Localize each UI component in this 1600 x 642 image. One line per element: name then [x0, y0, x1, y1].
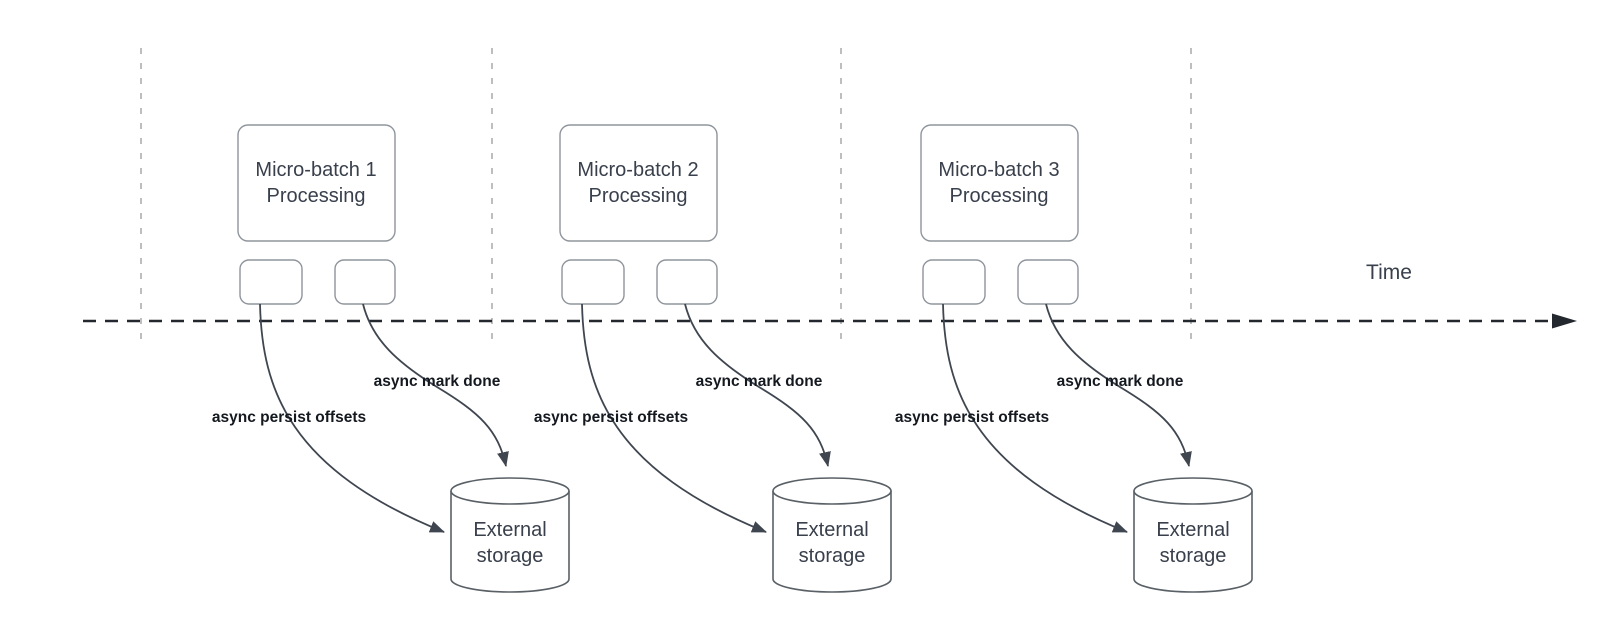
persist-offsets-label: async persist offsets — [534, 409, 688, 426]
micro-batch-label-line2: Processing — [267, 185, 366, 207]
mark-done-label: async mark done — [696, 373, 823, 390]
done-task-box — [656, 259, 718, 305]
storage-cylinder-top — [772, 477, 892, 505]
mark-done-label: async mark done — [374, 373, 501, 390]
storage-cylinder-top — [1133, 477, 1253, 505]
persist-offsets-label: async persist offsets — [212, 409, 366, 426]
storage-label-line2: storage — [799, 545, 866, 567]
time-axis-arrowhead-icon — [1552, 313, 1577, 329]
time-axis-label: Time — [1366, 261, 1412, 284]
micro-batch-box — [237, 124, 396, 242]
micro-batch-group-3: Micro-batch 3 Processing async persist o… — [895, 124, 1253, 593]
persist-offsets-arrow — [942, 303, 1128, 533]
storage-cylinder: External storage — [772, 477, 892, 593]
storage-cylinder: External storage — [1133, 477, 1253, 593]
storage-cylinder-body — [772, 491, 892, 593]
micro-batch-label-line1: Micro-batch 3 — [938, 159, 1059, 181]
storage-label-line1: External — [1156, 519, 1229, 541]
mark-done-label: async mark done — [1057, 373, 1184, 390]
storage-label-line1: External — [473, 519, 546, 541]
storage-cylinder-top — [450, 477, 570, 505]
storage-cylinder: External storage — [450, 477, 570, 593]
offset-task-box — [239, 259, 303, 305]
micro-batch-label-line1: Micro-batch 2 — [577, 159, 698, 181]
mark-done-arrow — [1045, 303, 1192, 467]
micro-batch-box — [559, 124, 718, 242]
mark-done-arrow — [684, 303, 831, 467]
persist-offsets-label: async persist offsets — [895, 409, 1049, 426]
micro-batch-group-2: Micro-batch 2 Processing async persist o… — [534, 124, 892, 593]
done-task-box — [334, 259, 396, 305]
micro-batch-label-line2: Processing — [589, 185, 688, 207]
micro-batch-label-line1: Micro-batch 1 — [255, 159, 376, 181]
mark-done-arrow — [362, 303, 509, 467]
storage-label-line2: storage — [477, 545, 544, 567]
storage-cylinder-body — [450, 491, 570, 593]
micro-batch-label-line2: Processing — [950, 185, 1049, 207]
persist-offsets-arrow — [259, 303, 445, 533]
offset-task-box — [561, 259, 625, 305]
done-task-box — [1017, 259, 1079, 305]
storage-cylinder-body — [1133, 491, 1253, 593]
storage-label-line2: storage — [1160, 545, 1227, 567]
micro-batch-box — [920, 124, 1079, 242]
micro-batch-group-1: Micro-batch 1 Processing async persist o… — [212, 124, 570, 593]
offset-task-box — [922, 259, 986, 305]
storage-label-line1: External — [795, 519, 868, 541]
persist-offsets-arrow — [581, 303, 767, 533]
